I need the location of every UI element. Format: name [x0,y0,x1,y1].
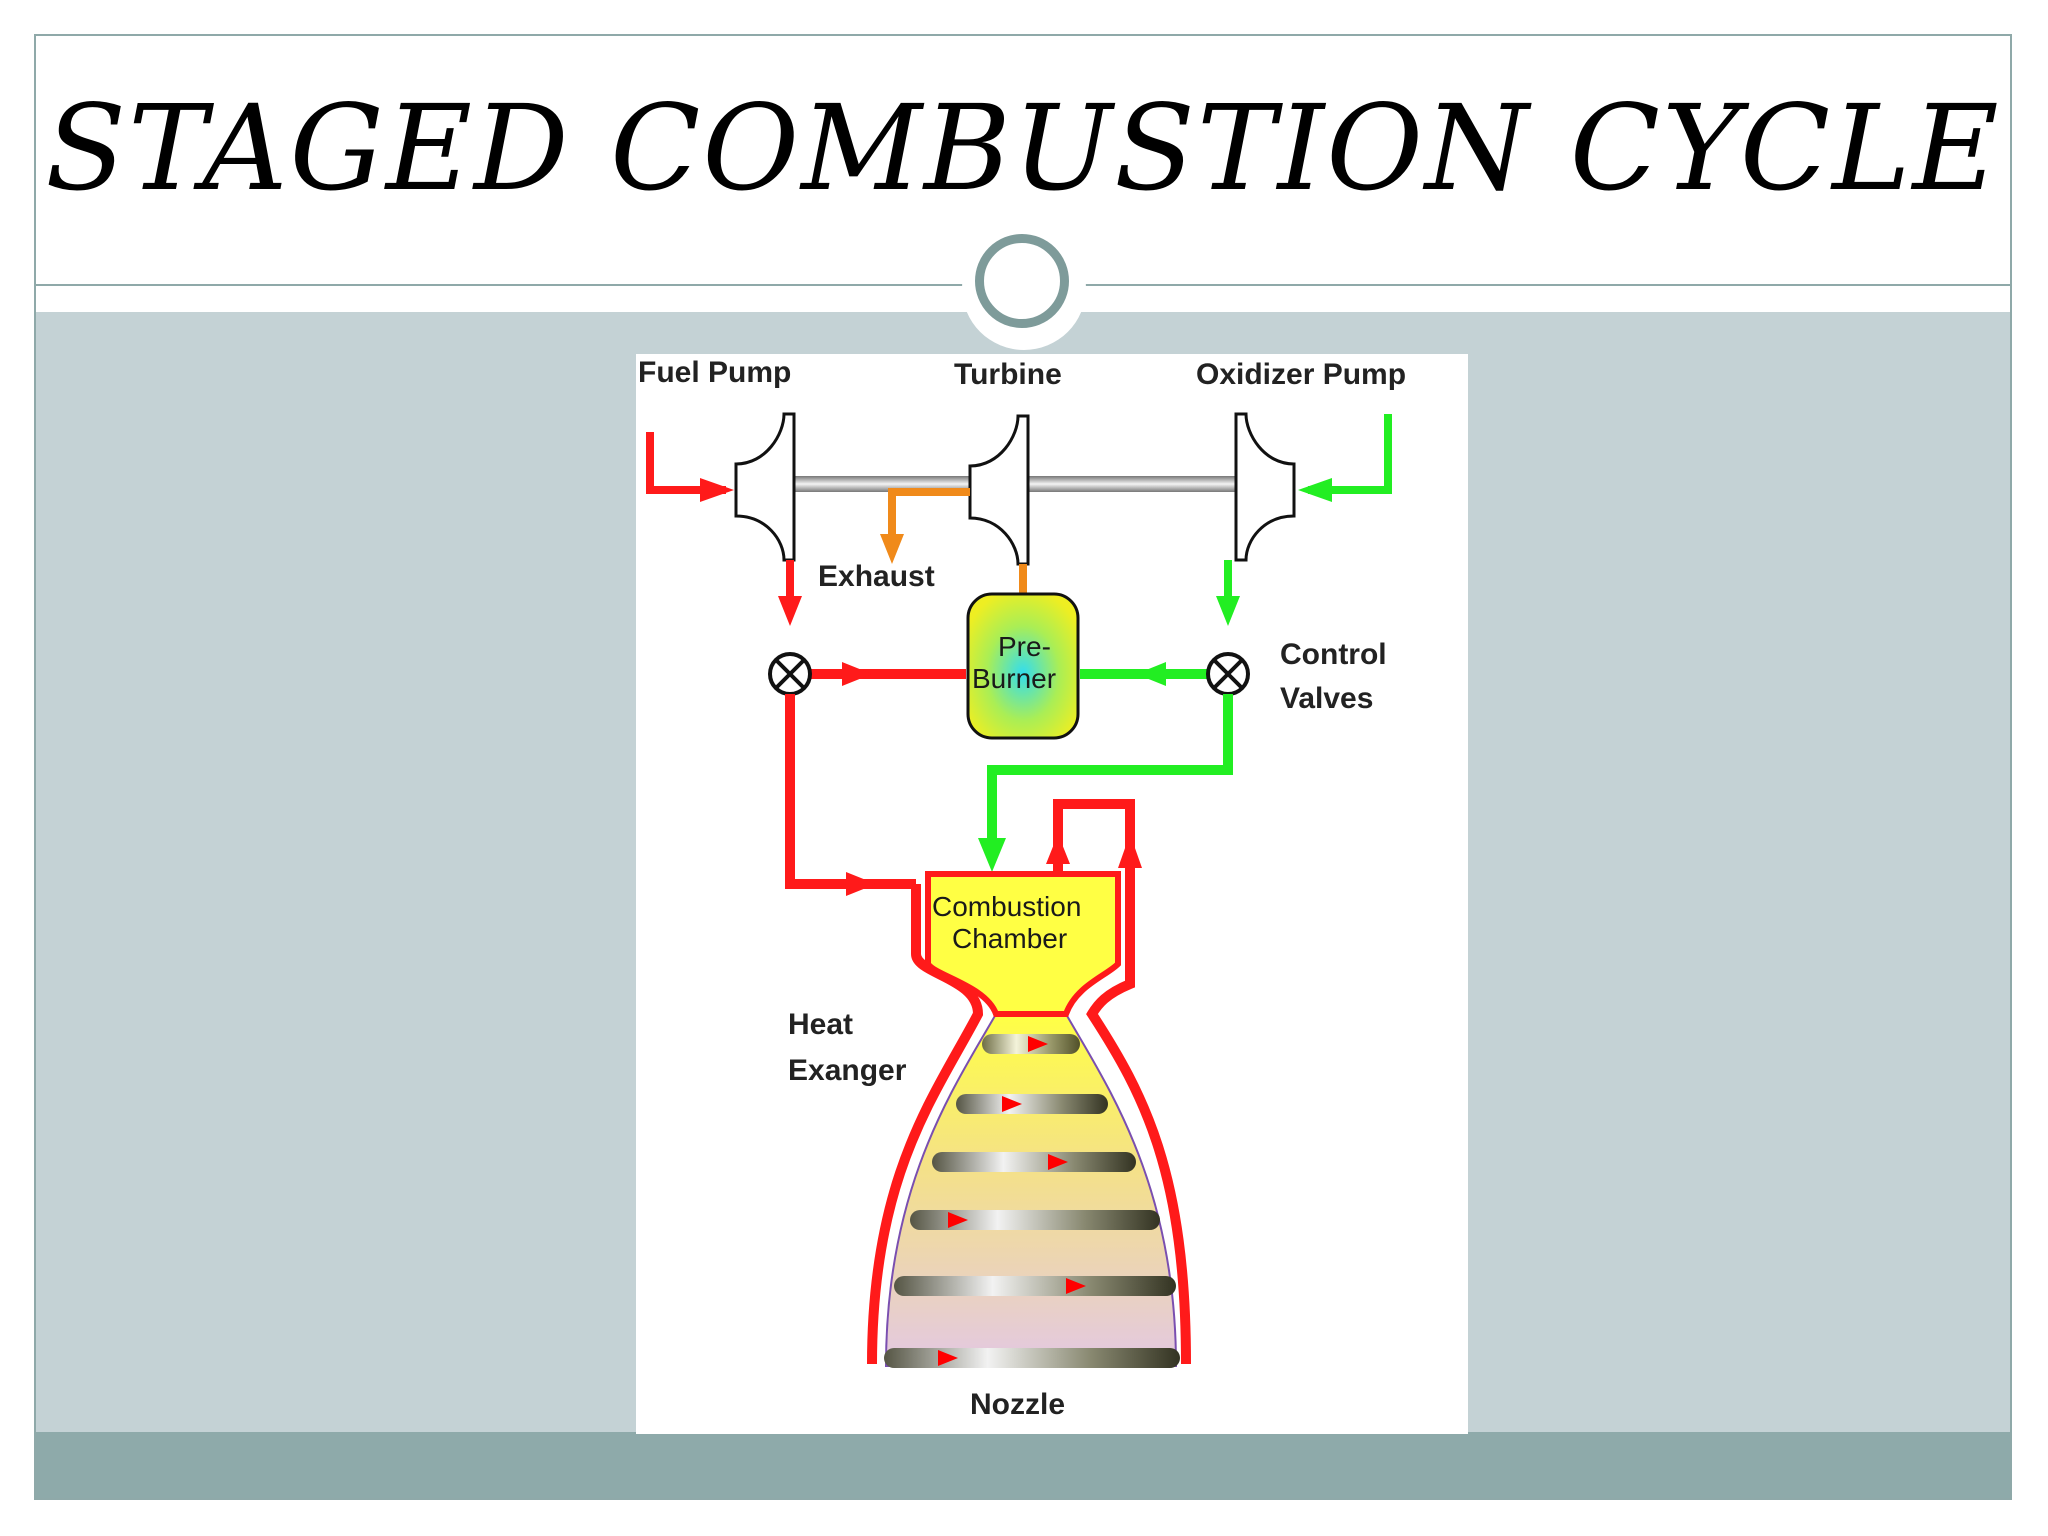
oxidizer-pump-outlet-arrow [1216,596,1240,626]
combustion-chamber [925,871,1121,1017]
combustion-chamber-label-line1: Combustion [932,891,1081,922]
preburner [966,592,1080,740]
page-title: STAGED COMBUSTION CYCLE [45,79,2001,217]
cooling-bands [884,1034,1180,1368]
exhaust-label: Exhaust [818,560,935,593]
oxidizer-main-line [987,694,1233,854]
cooling-return-arrow [1046,834,1070,864]
diagram-panel: Fuel Pump Turbine Oxidizer Pump Exhaust … [636,354,1468,1434]
exhaust-arrow [880,534,904,564]
staged-combustion-diagram: Fuel Pump Turbine Oxidizer Pump Exhaust … [638,356,1406,1421]
oxidizer-main-arrow [978,838,1006,872]
fuel-to-preburner-arrow [842,662,872,686]
footer-band [36,1432,2010,1498]
oxidizer-to-preburner-arrow [1136,662,1166,686]
fuel-pump-icon [734,412,796,562]
preburner-label-line2: Burner [972,663,1056,694]
fuel-inlet-line [646,432,726,494]
fuel-main-arrow [846,872,876,896]
heat-exchanger-label-line2: Exanger [788,1054,907,1087]
cooling-flow-arrows [938,1036,1086,1366]
turbine-icon [968,414,1030,566]
oxidizer-inlet-line [1308,414,1392,494]
divider-ring-icon [975,234,1069,328]
fuel-inlet-arrow [700,478,734,502]
oxidizer-pump-label: Oxidizer Pump [1196,358,1406,391]
oxidizer-control-valve-icon [1206,652,1250,696]
preburner-label-line1: Pre- [998,631,1051,662]
heat-exchanger-jacket-right [1086,874,1191,1365]
combustion-chamber-label-line2: Chamber [952,923,1067,954]
heat-exchanger-label-line1: Heat [788,1008,853,1041]
jacket-arrow [1118,834,1142,868]
control-valves-label-line1: Control [1280,638,1387,671]
fuel-pump-outlet-arrow [778,596,802,626]
nozzle-body [884,1013,1178,1367]
oxidizer-inlet-arrow [1298,478,1332,502]
fuel-pump-label: Fuel Pump [638,356,791,389]
exhaust-line [888,488,970,544]
oxidizer-pump-icon [1234,412,1296,562]
fuel-control-valve-icon [768,652,812,696]
turbine-label: Turbine [954,358,1062,391]
control-valves-label-line2: Valves [1280,682,1373,715]
nozzle-label: Nozzle [970,1388,1065,1421]
fuel-main-line [785,694,916,889]
